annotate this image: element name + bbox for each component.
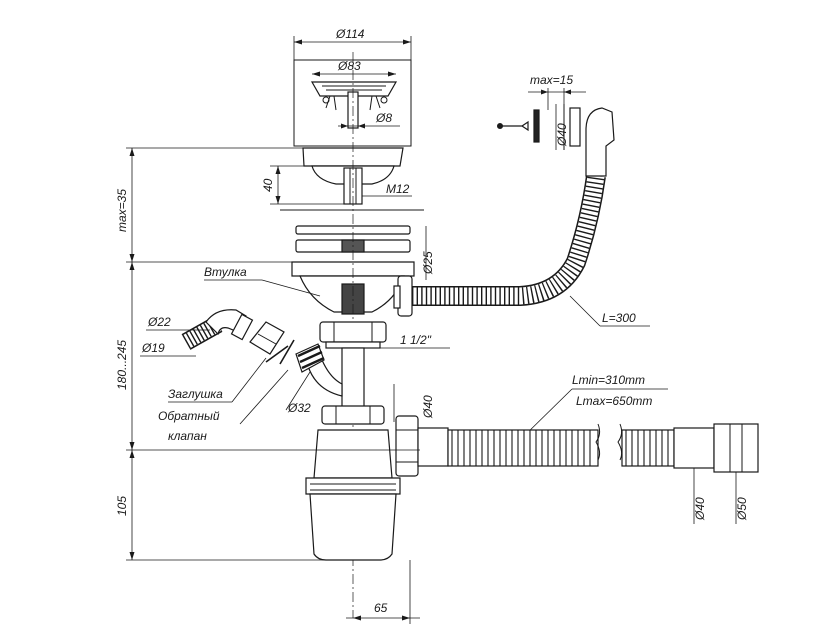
- label-thread: 1 1/2": [400, 333, 432, 347]
- label-d32: Ø32: [287, 401, 311, 415]
- drain-hose-section-1: [447, 429, 599, 467]
- dim-d22: Ø22: [146, 315, 210, 331]
- side-outlet-nut: [395, 415, 449, 477]
- label-d40-vertical: Ø40: [421, 395, 435, 419]
- side-branch: [295, 343, 343, 397]
- dim-length: Lmin=310mm Lmax=650mm: [519, 373, 668, 441]
- upper-nut: [319, 321, 387, 349]
- dim-thread: 1 1/2": [372, 333, 450, 349]
- dim-d19: Ø19: [140, 341, 196, 357]
- overflow-cap: [569, 107, 581, 147]
- label-l300: L=300: [602, 311, 636, 325]
- dim-d83: Ø83: [312, 59, 396, 77]
- label-h180-245: 180...245: [115, 340, 129, 390]
- label-d40-hose: Ø40: [693, 497, 707, 521]
- drain-hose-section-2: [621, 429, 675, 467]
- label-max15: max=15: [530, 73, 573, 87]
- label-check-valve-1: Обратный: [158, 409, 220, 423]
- label-d25: Ø25: [421, 251, 435, 275]
- label-check-valve-2: клапан: [168, 429, 207, 443]
- dim-h40: 40: [261, 165, 346, 205]
- dim-d32: Ø32: [285, 371, 311, 415]
- dim-hose-diameters: Ø40 Ø50: [693, 468, 749, 524]
- label-lmin: Lmin=310mm: [572, 373, 645, 387]
- outlet-flanges: [280, 209, 424, 277]
- overflow-hose: [412, 174, 606, 306]
- label-h40: 40: [261, 178, 275, 192]
- dim-d114: Ø114: [293, 27, 412, 62]
- label-max35: max=35: [115, 189, 129, 232]
- dim-d8: Ø8: [338, 111, 400, 129]
- bottle-trap: [305, 429, 401, 561]
- strainer-outline: [293, 59, 412, 147]
- overflow-gasket: [533, 109, 540, 143]
- lower-nut-body: [321, 405, 385, 425]
- label-d8: Ø8: [375, 111, 392, 125]
- label-w65: 65: [374, 601, 388, 615]
- outlet-funnel: [299, 275, 413, 317]
- dim-max35: max=35: [115, 147, 310, 263]
- trap-ring: [305, 477, 401, 495]
- label-vtulka: Втулка: [204, 265, 247, 279]
- drain-hose-end: [673, 427, 715, 469]
- trap-upper: [313, 429, 393, 479]
- dim-h180-245: 180...245: [115, 262, 420, 451]
- label-vtulka-group: Втулка: [204, 265, 321, 297]
- upper-nut-body: [319, 321, 387, 343]
- dim-d25: Ø25: [421, 226, 435, 280]
- label-d114: Ø114: [335, 27, 365, 41]
- vertical-pipe-body: [341, 347, 365, 409]
- overflow-head: [497, 104, 615, 177]
- lower-nut: [321, 405, 385, 425]
- label-h105: 105: [115, 496, 129, 516]
- drain-hose: [447, 423, 759, 473]
- label-lmax: Lmax=650mm: [576, 394, 652, 408]
- dim-m12: M12: [362, 182, 412, 197]
- appliance-connector: [181, 309, 254, 350]
- trap-cup: [309, 493, 397, 561]
- side-nut-body: [395, 415, 419, 477]
- overflow-elbow: [585, 107, 615, 177]
- vertical-pipe: [341, 347, 365, 409]
- overflow-screw: [498, 120, 529, 132]
- drain-hose-cuff: [713, 423, 759, 473]
- dim-w65: 65: [346, 560, 420, 624]
- label-d22: Ø22: [147, 315, 171, 329]
- part-labels-left: Заглушка Обратный клапан: [158, 357, 289, 443]
- dim-d40-vertical: Ø40: [393, 384, 435, 422]
- label-d83: Ø83: [337, 59, 361, 73]
- label-zaglushka: Заглушка: [168, 387, 223, 401]
- check-valve-body: [249, 321, 285, 355]
- label-m12: M12: [386, 182, 410, 196]
- side-outlet-spigot: [417, 427, 449, 467]
- dim-l300: L=300: [569, 295, 650, 327]
- dim-h105: 105: [115, 450, 324, 561]
- dim-d40-overflow: Ø40: [555, 104, 569, 150]
- label-d50-hose: Ø50: [735, 497, 749, 521]
- label-d19: Ø19: [141, 341, 165, 355]
- label-d40-overflow: Ø40: [555, 123, 569, 147]
- dim-max15: max=15: [528, 73, 586, 110]
- check-valve-parts: [249, 321, 295, 365]
